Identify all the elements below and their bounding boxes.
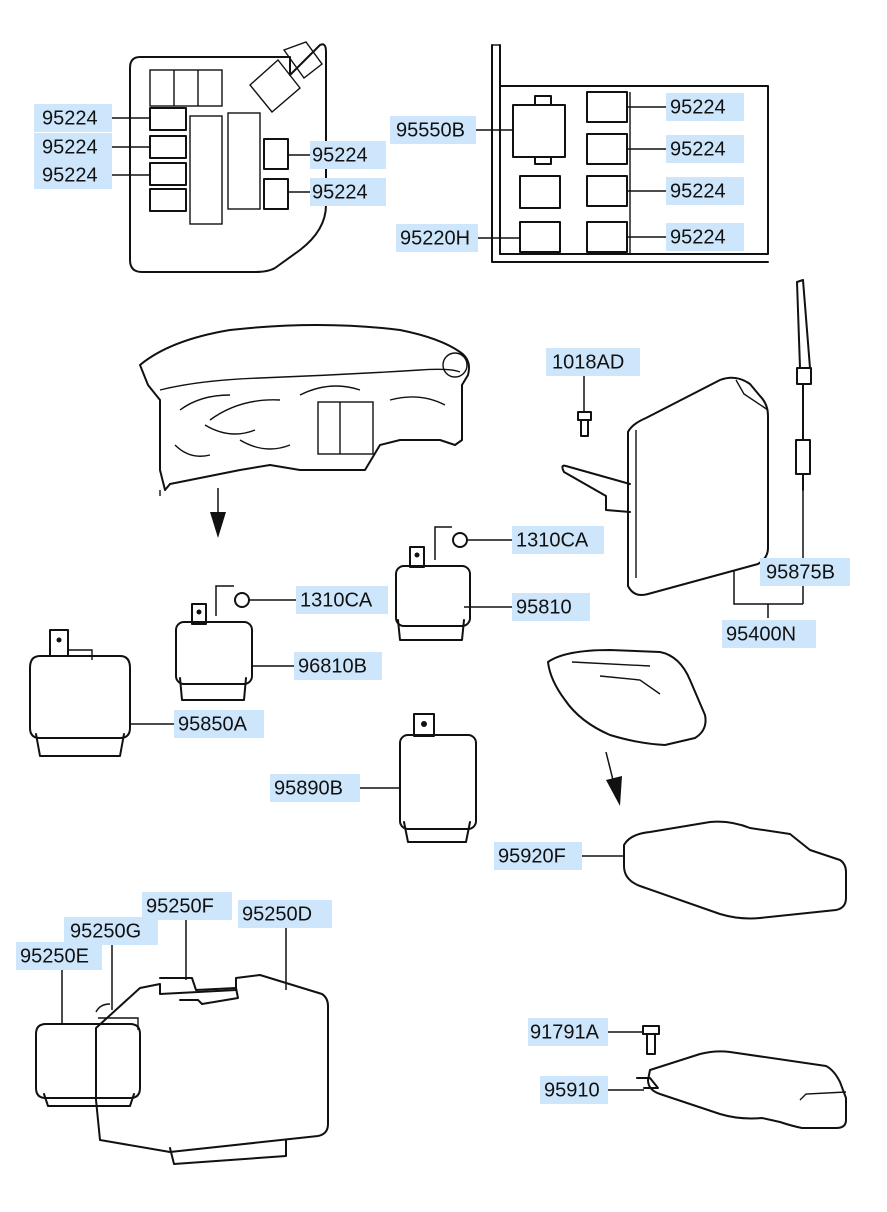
callout-95224-left-2: 95224 (34, 133, 112, 161)
svg-text:95224: 95224 (670, 96, 726, 118)
svg-text:95220H: 95220H (400, 227, 470, 249)
svg-text:95810: 95810 (516, 596, 572, 618)
unit-95250-assembly (35, 920, 329, 1165)
svg-text:95224: 95224 (312, 181, 368, 203)
callout-labels: 95224 95224 95224 95224 95224 95550B 952… (16, 93, 850, 1104)
callout-95224-right-4: 95224 (666, 223, 744, 251)
svg-text:95224: 95224 (670, 226, 726, 248)
callout-1310ca-upper: 1310CA (512, 526, 604, 554)
callout-95224-left-3: 95224 (34, 161, 112, 189)
callout-95890b: 95890B (270, 774, 360, 802)
svg-text:95250G: 95250G (70, 920, 141, 942)
callout-95920f: 95920F (494, 842, 582, 870)
callout-96810b: 96810B (294, 652, 382, 680)
relay-96810b (175, 585, 296, 701)
callout-95224-left-4: 95224 (310, 141, 386, 169)
svg-text:95250D: 95250D (242, 903, 312, 925)
callout-95250f: 95250F (142, 892, 232, 920)
svg-text:95224: 95224 (42, 136, 98, 158)
svg-text:95224: 95224 (42, 164, 98, 186)
svg-text:95920F: 95920F (498, 845, 566, 867)
svg-text:95224: 95224 (670, 180, 726, 202)
callout-95224-left-1: 95224 (34, 104, 112, 132)
callout-95250e: 95250E (16, 942, 102, 970)
callout-95400n: 95400N (722, 620, 816, 648)
relay-95810 (395, 526, 512, 641)
callout-95224-right-1: 95224 (666, 93, 744, 121)
callout-95910: 95910 (540, 1076, 608, 1104)
module-95910 (608, 1025, 847, 1129)
fuse-panel-left (129, 41, 327, 273)
callout-95220h: 95220H (396, 224, 478, 252)
svg-text:95890B: 95890B (274, 777, 343, 799)
callout-95810: 95810 (512, 593, 590, 621)
relay-95890b (360, 713, 477, 843)
svg-text:95400N: 95400N (726, 623, 796, 645)
relay-95850a (29, 629, 174, 757)
svg-text:95875B: 95875B (766, 561, 835, 583)
svg-text:1310CA: 1310CA (516, 529, 589, 551)
svg-text:95224: 95224 (42, 107, 98, 129)
callout-95250d: 95250D (238, 900, 332, 928)
callout-95550b: 95550B (390, 116, 476, 144)
svg-text:95250F: 95250F (146, 895, 214, 917)
callout-95875b: 95875B (760, 558, 850, 586)
svg-text:1310CA: 1310CA (300, 589, 373, 611)
svg-text:95250E: 95250E (20, 945, 89, 967)
relay-box-right (491, 44, 769, 263)
dashboard-illustration (139, 324, 470, 538)
svg-text:95224: 95224 (312, 144, 368, 166)
leader-lines (112, 106, 666, 667)
module-95920f (547, 649, 847, 920)
svg-text:95850A: 95850A (178, 713, 248, 735)
svg-text:95910: 95910 (544, 1079, 600, 1101)
svg-text:96810B: 96810B (298, 655, 367, 677)
callout-95250g: 95250G (64, 917, 158, 945)
callout-95224-left-5: 95224 (310, 178, 386, 206)
callout-1018ad: 1018AD (546, 348, 640, 376)
callout-91791a: 91791A (528, 1018, 608, 1046)
callout-95224-right-2: 95224 (666, 135, 744, 163)
callout-95850a: 95850A (174, 710, 264, 738)
svg-text:95550B: 95550B (396, 119, 465, 141)
svg-text:91791A: 91791A (530, 1021, 600, 1043)
svg-text:1018AD: 1018AD (552, 351, 624, 373)
callout-1310ca-lower: 1310CA (296, 586, 388, 614)
callout-95224-right-3: 95224 (666, 177, 744, 205)
svg-text:95224: 95224 (670, 138, 726, 160)
bolt-1018ad (577, 376, 592, 437)
